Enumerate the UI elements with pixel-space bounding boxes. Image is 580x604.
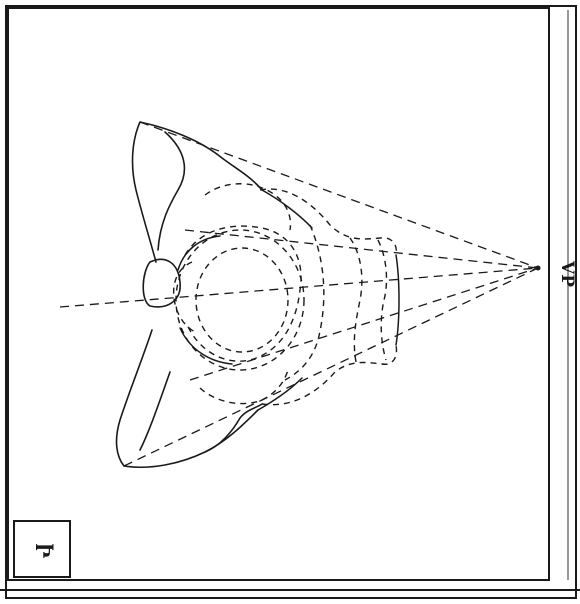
hair-mass: [185, 226, 301, 361]
perspective-guides: [60, 122, 538, 466]
rib-segment-b: [378, 240, 386, 360]
head-inner: [196, 248, 288, 352]
lower-arm-outline: [117, 330, 258, 467]
figure-construction: [174, 184, 397, 405]
corner-box-glyph: Ⴡ: [31, 543, 55, 559]
vanishing-point-label: VP: [557, 260, 577, 287]
back-contour-lower: [258, 378, 302, 410]
drawing-panel-border: [8, 8, 549, 580]
guide-line-lower: [124, 268, 538, 466]
lower-shoulder: [205, 404, 262, 452]
spine-end: [396, 255, 399, 345]
vanishing-point-marker: [536, 266, 541, 271]
back-lower-ribs: [262, 345, 396, 405]
shoulder-blade-lower: [200, 370, 288, 404]
shoulder-blade-upper: [205, 184, 290, 230]
outer-frame: [6, 6, 576, 598]
rib-segment-a: [350, 238, 362, 362]
figure-arms: [117, 122, 262, 467]
guide-line-mid-lower: [190, 268, 538, 380]
guide-line-center: [60, 268, 538, 307]
